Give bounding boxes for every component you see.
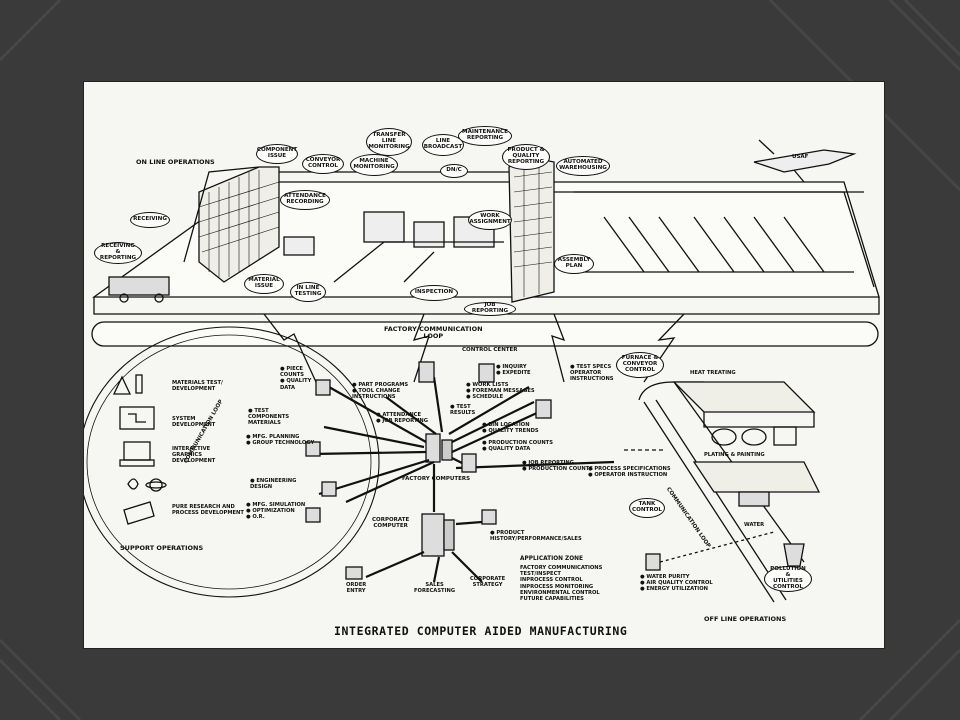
bubble-assembly-plan: ASSEMBLY PLAN bbox=[554, 254, 594, 274]
bubble-tank-control: TANK CONTROL bbox=[629, 498, 665, 518]
bubble-dnc: DN/C bbox=[440, 164, 468, 178]
bubble-furnace-conveyor: FURNACE & CONVEYOR CONTROL bbox=[616, 352, 664, 378]
support-item-graphics: INTERACTIVE GRAPHICS DEVELOPMENT bbox=[172, 446, 216, 465]
support-item-system: SYSTEM DEVELOPMENT bbox=[172, 416, 216, 429]
control-center-label: CONTROL CENTER bbox=[462, 347, 518, 353]
factory-communication-loop-label: FACTORY COMMUNICATION LOOP bbox=[384, 325, 483, 340]
note-attendance: ● ATTENDANCE ● JOB REPORTING bbox=[376, 412, 429, 425]
note-corporate-strategy: CORPORATE STRATEGY bbox=[470, 576, 506, 589]
application-zone-item: TEST/INSPECT bbox=[520, 571, 561, 578]
bubble-line-broadcast: LINE BROADCAST bbox=[422, 134, 464, 156]
corporate-computer-label: CORPORATE COMPUTER bbox=[372, 517, 410, 529]
note-test-components: ● TEST COMPONENTS MATERIALS bbox=[248, 408, 290, 427]
application-zone-list: FACTORY COMMUNICATIONS TEST/INSPECT INPR… bbox=[520, 565, 602, 602]
note-process-specs: ● PROCESS SPECIFICATIONS ● OPERATOR INST… bbox=[588, 466, 671, 479]
bubble-in-line-testing: IN LINE TESTING bbox=[290, 282, 326, 302]
application-zone-item: INPROCESS CONTROL bbox=[520, 577, 583, 584]
usaf-label: USAF bbox=[792, 154, 809, 160]
note-work-lists: ● WORK LISTS ● FOREMAN MESSAGES ● SCHEDU… bbox=[466, 382, 535, 401]
bubble-conveyor-control: CONVEYOR CONTROL bbox=[302, 154, 344, 174]
off-line-operations-label: OFF LINE OPERATIONS bbox=[704, 615, 787, 623]
bubble-machine-monitoring: MACHINE MONITORING bbox=[350, 154, 398, 176]
note-order-entry: ORDER ENTRY bbox=[346, 582, 367, 595]
note-test-results: ● TEST RESULTS bbox=[450, 404, 476, 417]
application-zone-item: ENVIRONMENTAL CONTROL bbox=[520, 589, 600, 596]
note-job-reporting: ● JOB REPORTING ● PRODUCTION COUNTS bbox=[522, 460, 593, 473]
note-plating-painting: PLATING & PAINTING bbox=[704, 452, 765, 458]
application-zone-item: INPROCESS MONITORING bbox=[520, 583, 594, 590]
support-operations-label: SUPPORT OPERATIONS bbox=[120, 544, 204, 552]
bubble-transfer-line: TRANSFER LINE MONITORING bbox=[366, 128, 412, 156]
bubble-inspection: INSPECTION bbox=[410, 285, 458, 301]
application-zone-title: APPLICATION ZONE bbox=[520, 556, 583, 562]
note-inquiry: ● INQUIRY ● EXPEDITE bbox=[496, 364, 531, 377]
bubble-pollution-utilities: POLLUTION & UTILITIES CONTROL bbox=[764, 566, 812, 592]
note-mfg-simulation: ● MFG. SIMULATION ● OPTIMIZATION ● O.R. bbox=[246, 502, 306, 521]
note-part-programs: ● PART PROGRAMS ● TOOL CHANGE INSTRUCTIO… bbox=[352, 382, 409, 401]
bubble-receiving-reporting: RECEIVING & REPORTING bbox=[94, 242, 142, 264]
note-water: WATER bbox=[744, 522, 765, 528]
factory-computers-label: FACTORY COMPUTERS bbox=[402, 476, 471, 482]
diagram-caption: INTEGRATED COMPUTER AIDED MANUFACTURING bbox=[334, 624, 628, 638]
note-engineering: ● ENGINEERING DESIGN bbox=[250, 478, 297, 491]
note-product-history: ● PRODUCT HISTORY/PERFORMANCE/SALES bbox=[490, 530, 582, 543]
note-bin-location: ● BIN LOCATION ● QUALITY TRENDS bbox=[482, 422, 539, 435]
application-zone-item: FUTURE CAPABILITIES bbox=[520, 596, 584, 603]
note-heat-treating: HEAT TREATING bbox=[690, 370, 736, 376]
bubble-automated-warehousing: AUTOMATED WAREHOUSING bbox=[556, 156, 610, 176]
bubble-product-quality: PRODUCT & QUALITY REPORTING bbox=[502, 144, 550, 170]
diagram-drawing bbox=[84, 139, 880, 603]
bubble-work-assignment: WORK ASSIGNMENT bbox=[468, 210, 512, 230]
bubble-receiving: RECEIVING bbox=[130, 212, 170, 228]
note-production-counts: ● PRODUCTION COUNTS ● QUALITY DATA bbox=[482, 440, 553, 453]
support-item-research: PURE RESEARCH AND PROCESS DEVELOPMENT bbox=[172, 504, 244, 517]
note-utilities: ● WATER PURITY ● AIR QUALITY CONTROL ● E… bbox=[640, 574, 713, 593]
bubble-maintenance-reporting: MAINTENANCE REPORTING bbox=[458, 126, 512, 146]
bubble-job-reporting: JOB REPORTING bbox=[464, 302, 516, 316]
note-test-specs: ● TEST SPECS OPERATOR INSTRUCTIONS bbox=[570, 364, 614, 383]
application-zone-item: FACTORY COMMUNICATIONS bbox=[520, 565, 603, 571]
on-line-operations-label: ON LINE OPERATIONS bbox=[136, 158, 215, 166]
bubble-component-issue: COMPONENT ISSUE bbox=[256, 144, 298, 164]
bubble-attendance-recording: ATTENDANCE RECORDING bbox=[280, 190, 330, 210]
bubble-material-issue: MATERIAL ISSUE bbox=[244, 274, 284, 294]
note-sales-forecasting: SALES FORECASTING bbox=[414, 582, 456, 595]
support-item-materials: MATERIALS TEST/ DEVELOPMENT bbox=[172, 380, 223, 393]
note-mfg-planning: ● MFG. PLANNING ● GROUP TECHNOLOGY bbox=[246, 434, 315, 447]
diagram-sheet: ON LINE OPERATIONS SUPPORT OPERATIONS OF… bbox=[84, 82, 884, 648]
note-piece-counts: ● PIECE COUNTS ● QUALITY DATA bbox=[280, 366, 312, 391]
